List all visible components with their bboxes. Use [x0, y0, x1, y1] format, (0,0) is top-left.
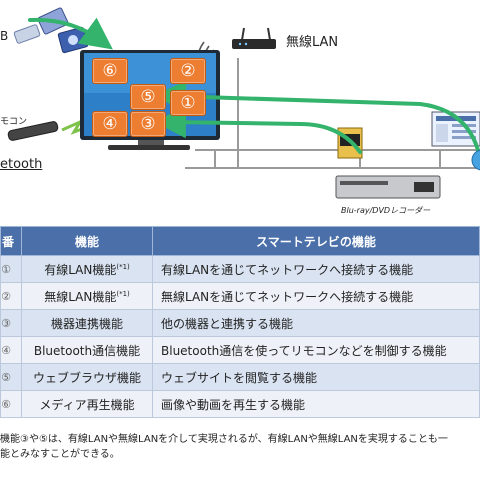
header-no: 番 [0, 226, 22, 256]
function-description: 無線LANを通じてネットワークへ接続する機能 [152, 282, 480, 310]
function-description: 他の機器と連携する機能 [152, 309, 480, 337]
internet-globe-icon [471, 149, 480, 171]
usb-label: B [0, 29, 9, 43]
smart-tv-diagram: ⑥ ② ⑤ ① ④ ③ B 無線LAN モコン etooth Blu-ray/D… [0, 0, 480, 222]
function-description: 有線LANを通じてネットワークへ接続する機能 [152, 255, 480, 283]
router-icon [232, 27, 276, 49]
function-table: 番 機能 スマートテレビの機能 ① 有線LAN機能(*1) 有線LANを通じてネ… [0, 226, 480, 418]
function-name: Bluetooth通信機能 [33, 343, 141, 358]
recorder-icon [335, 127, 441, 199]
remote-label: モコン [0, 117, 28, 127]
diagram-graphics [7, 7, 480, 199]
function-name: メディア再生機能 [39, 397, 135, 412]
usb-devices-icon [13, 7, 89, 54]
function-description: Bluetooth通信を使ってリモコンなどを制御する機能 [152, 336, 480, 364]
function-description: ウェブサイトを閲覧する機能 [152, 363, 480, 391]
bluetooth-label: etooth [0, 157, 43, 172]
function-name: 機器連携機能 [50, 316, 123, 331]
screen-cell-4: ④ [92, 111, 128, 137]
table-row: ③ 機器連携機能 他の機器と連携する機能 [0, 309, 480, 337]
row-number: ⑥ [1, 398, 11, 411]
header-function: 機能 [21, 226, 153, 256]
screen-cell-3: ③ [130, 111, 166, 137]
row-number: ① [1, 263, 11, 276]
footnote: 機能③や⑤は、有線LANや無線LANを介して実現されるが、有線LANや無線LAN… [0, 432, 480, 462]
connection-arrows [28, 17, 480, 160]
table-row: ② 無線LAN機能(*1) 無線LANを通じてネットワークへ接続する機能 [0, 282, 480, 310]
row-number: ④ [1, 344, 11, 357]
footnote-line-1: 機能③や⑤は、有線LANや無線LANを介して実現されるが、有線LANや無線LAN… [0, 434, 448, 445]
table-row: ④ Bluetooth通信機能 Bluetooth通信を使ってリモコンなどを制御… [0, 336, 480, 364]
screen-cell-2: ② [170, 58, 206, 84]
row-number: ③ [1, 317, 11, 330]
screen-cell-1: ① [170, 90, 206, 116]
row-number: ② [1, 290, 11, 303]
screen-cell-5: ⑤ [130, 84, 166, 110]
row-number: ⑤ [1, 371, 11, 384]
screen-cell-6: ⑥ [92, 58, 128, 84]
table-row: ① 有線LAN機能(*1) 有線LANを通じてネットワークへ接続する機能 [0, 255, 480, 283]
footnote-mark: (*1) [116, 262, 130, 271]
function-name: 有線LAN機能 [44, 262, 117, 277]
footnote-line-2: 能とみなすことができる。 [0, 449, 120, 460]
remote-control-icon [7, 121, 59, 141]
header-smart-tv: スマートテレビの機能 [152, 226, 480, 256]
function-name: ウェブブラウザ機能 [32, 370, 141, 385]
footnote-mark: (*1) [116, 289, 130, 298]
table-header-row: 番 機能 スマートテレビの機能 [0, 226, 480, 256]
function-name: 無線LAN機能 [44, 289, 117, 304]
wireless-lan-label: 無線LAN [286, 35, 339, 50]
table-row: ⑤ ウェブブラウザ機能 ウェブサイトを閲覧する機能 [0, 363, 480, 391]
function-description: 画像や動画を再生する機能 [152, 390, 480, 418]
recorder-label: Blu-ray/DVDレコーダー [341, 206, 431, 215]
table-row: ⑥ メディア再生機能 画像や動画を再生する機能 [0, 390, 480, 418]
